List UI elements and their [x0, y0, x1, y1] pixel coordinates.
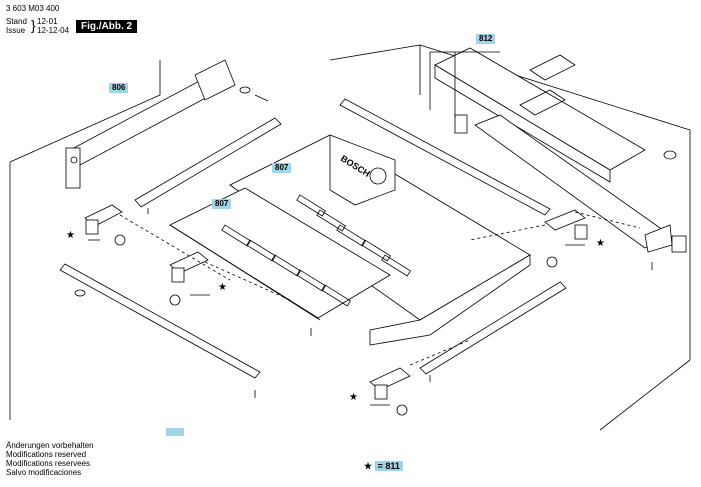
- bracket: }: [31, 17, 36, 33]
- legend: ★ = 811: [364, 461, 403, 472]
- issue-label: Issue: [6, 26, 26, 35]
- callout-806: 806: [109, 83, 129, 93]
- frame-line-bottom-right: [599, 359, 691, 431]
- issue-value: 12-12-04: [37, 26, 70, 35]
- rod-lower-left: [59, 263, 261, 379]
- rod-upper-right: [339, 98, 551, 216]
- assembly-dashes: [119, 211, 641, 366]
- notes: Änderungen vorbehalten Modifications res…: [6, 441, 94, 477]
- leg-clamp-right-lower: [369, 367, 411, 416]
- rail-812-slot1: [529, 54, 576, 81]
- rod-lower-right: [419, 281, 567, 375]
- frame-line-right-top: [329, 44, 421, 95]
- leg-clamp-left-upper: [84, 204, 126, 246]
- stand-value: 12-01: [37, 17, 58, 26]
- note-line-1: Änderungen vorbehalten: [6, 441, 94, 450]
- star-marker: ★: [596, 238, 605, 249]
- slot-plate-edge: [169, 224, 321, 321]
- rail-812-clip: [454, 114, 468, 134]
- leg-clamp-right-upper: [544, 209, 588, 268]
- table-logo-panel: [329, 134, 396, 206]
- screws: [74, 208, 653, 398]
- rail-806-end: [194, 59, 236, 101]
- star-marker: ★: [349, 392, 358, 403]
- note-line-4: Salvo modificaciones: [6, 468, 82, 477]
- table-logo-circle: [369, 167, 387, 185]
- note-line-2: Modifications reserved: [6, 450, 87, 459]
- legend-star: ★: [364, 461, 373, 471]
- rail-812-cap: [671, 235, 687, 253]
- callout-807-upper: 807: [272, 163, 292, 173]
- stand-label: Stand: [6, 17, 27, 26]
- slot-strips: [221, 194, 411, 307]
- part-number: 3 603 M03 400: [6, 4, 60, 13]
- screw-806: [254, 94, 269, 102]
- frame-line-left-top: [9, 60, 161, 163]
- bracket-hole: [70, 156, 78, 164]
- cap-806: [239, 86, 251, 94]
- table-front-edge: [369, 254, 531, 346]
- note-line-3: Modifications reservees: [6, 459, 91, 468]
- rail-812-side: [434, 64, 611, 183]
- rail-812-slot2: [519, 89, 566, 116]
- knob-812: [663, 150, 677, 160]
- legend-text: = 811: [374, 461, 403, 471]
- empty-tag: [166, 428, 184, 436]
- figure-label: Fig./Abb. 2: [76, 20, 138, 33]
- star-marker: ★: [218, 282, 227, 293]
- rail-806-bracket: [65, 147, 81, 189]
- leg-clamp-left-lower: [169, 251, 210, 306]
- star-marker: ★: [66, 230, 75, 241]
- callout-807-lower: 807: [212, 199, 232, 209]
- rod-upper-left: [134, 117, 282, 208]
- callout-812: 812: [476, 34, 496, 44]
